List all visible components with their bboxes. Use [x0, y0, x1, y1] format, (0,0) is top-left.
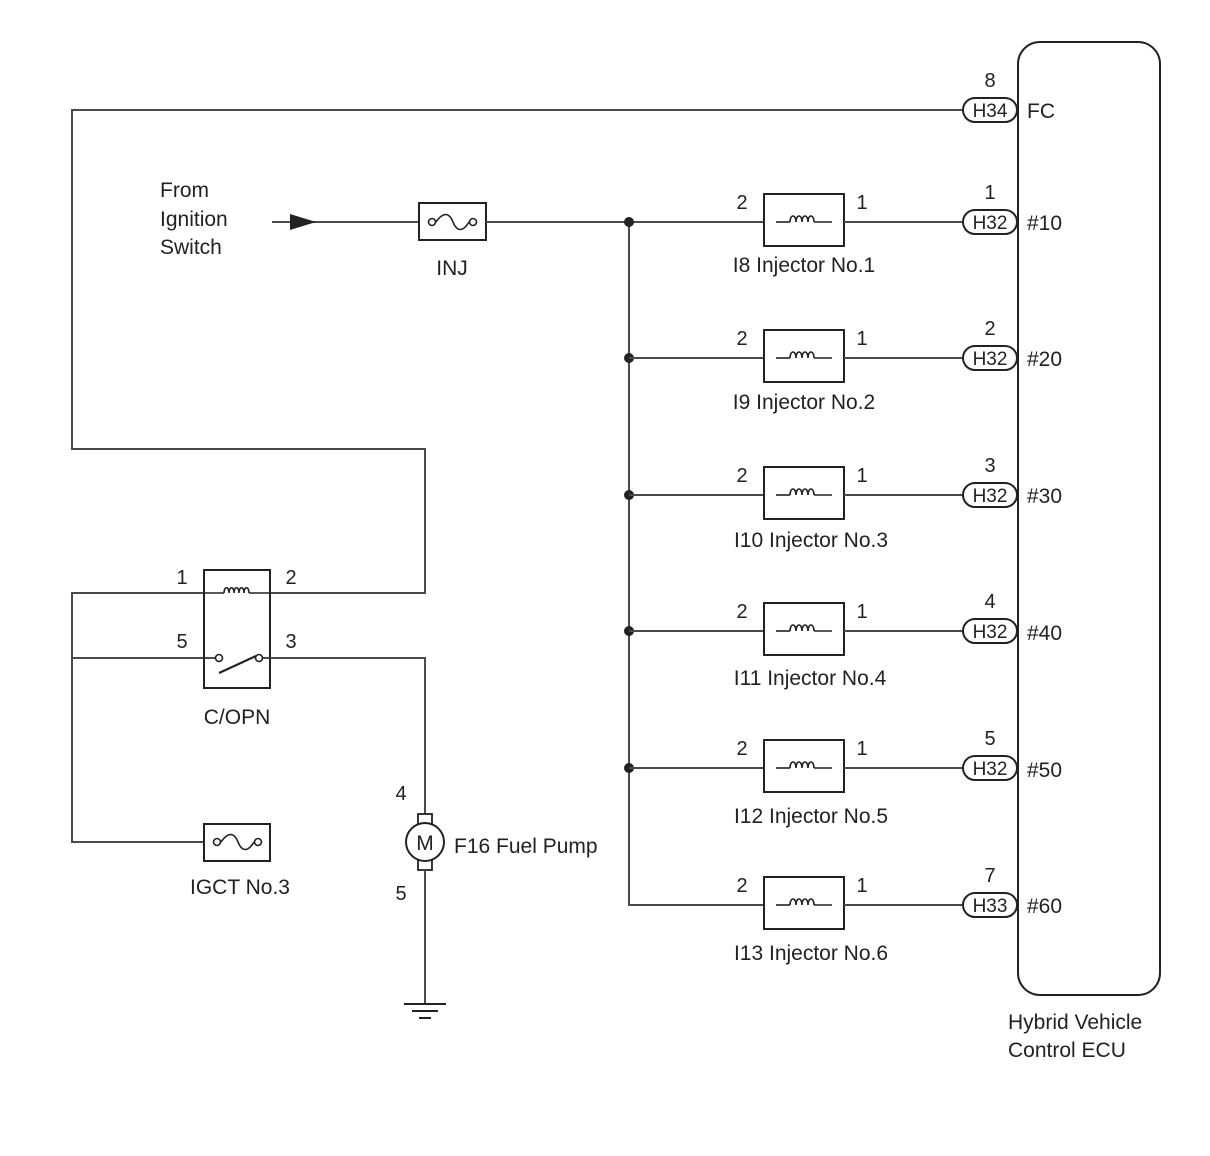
- motor-icon: [405, 822, 445, 862]
- injector-4-pin-in: 2: [736, 601, 747, 623]
- injector-3-connector: H32: [973, 486, 1008, 507]
- injector-3-box: [763, 466, 845, 520]
- injector-5-terminal: #50: [1027, 759, 1062, 782]
- injector-4: 2 1 I11 Injector No.4 H32 4 #40: [624, 591, 1062, 690]
- injector-6-pin-out: 1: [856, 875, 867, 897]
- injector-1-pin-out: 1: [856, 192, 867, 214]
- injector-2-pin-out: 1: [856, 328, 867, 350]
- relay-pin-3: 3: [285, 631, 296, 653]
- injector-4-connector: H32: [973, 622, 1008, 643]
- fuse-inj-label: INJ: [436, 257, 468, 280]
- injector-bus-wire: [628, 222, 764, 906]
- coil-icon: [789, 488, 815, 496]
- injector-6-terminal: #60: [1027, 895, 1062, 918]
- injector-1-pin-in: 2: [736, 192, 747, 214]
- injector-3-terminal: #30: [1027, 485, 1062, 508]
- coil-icon: [789, 898, 815, 906]
- injector-2-box: [763, 329, 845, 383]
- fuse-icon: [220, 833, 255, 851]
- pump-feed-wire: [270, 657, 426, 814]
- relay-pin-1: 1: [176, 567, 187, 589]
- fuse-icon: [435, 213, 470, 231]
- injector-5: 2 1 I12 Injector No.5 H32 5 #50: [624, 728, 1062, 828]
- coil-icon: [789, 624, 815, 632]
- injector-2-pin-in: 2: [736, 328, 747, 350]
- motor-symbol: M: [416, 832, 434, 855]
- injector-6-box: [763, 876, 845, 930]
- source-label-line2: Ignition: [160, 208, 228, 231]
- ecu-block: [1017, 41, 1161, 996]
- injector-6-connector: H33: [973, 896, 1008, 917]
- relay-label: C/OPN: [204, 706, 271, 729]
- injector-5-label: I12 Injector No.5: [734, 805, 888, 828]
- injector-3: 2 1 I10 Injector No.3 H32 3 #30: [624, 455, 1062, 552]
- source-label-line1: From: [160, 179, 209, 202]
- fuel-pump-pin-top: 4: [395, 783, 406, 805]
- fuel-pump-label: F16 Fuel Pump: [454, 835, 598, 858]
- coil-icon: [789, 215, 815, 223]
- injector-5-box: [763, 739, 845, 793]
- coil-icon: [789, 761, 815, 769]
- injector-4-label: I11 Injector No.4: [734, 667, 887, 690]
- terminal-fc: FC: [1027, 100, 1055, 123]
- injector-1-terminal: #10: [1027, 212, 1062, 235]
- injector-1-label: I8 Injector No.1: [733, 254, 875, 277]
- injector-1-connector: H32: [973, 213, 1008, 234]
- ground-icon: [404, 1003, 446, 1019]
- injector-6: 2 1 I13 Injector No.6 H33 7 #60: [734, 865, 1062, 965]
- connector-fc: H34: [973, 101, 1008, 122]
- injector-6-ecu-pin: 7: [984, 865, 995, 887]
- injector-5-pin-out: 1: [856, 738, 867, 760]
- ecu-label-line1: Hybrid Vehicle: [1008, 1011, 1142, 1034]
- injector-3-label: I10 Injector No.3: [734, 529, 888, 552]
- injector-3-ecu-pin: 3: [984, 455, 995, 477]
- ecu-label-line2: Control ECU: [1008, 1039, 1126, 1062]
- relay-coil-feed-wire: [71, 592, 204, 843]
- injector-1-box: [763, 193, 845, 247]
- injector-5-pin-in: 2: [736, 738, 747, 760]
- pin-fc: 8: [984, 70, 995, 92]
- connector-pill-fc: [962, 97, 1018, 123]
- injector-6-pin-in: 2: [736, 875, 747, 897]
- injector-6-label: I13 Injector No.6: [734, 942, 888, 965]
- injector-4-terminal: #40: [1027, 622, 1062, 645]
- injector-2-ecu-pin: 2: [984, 318, 995, 340]
- injector-4-pin-out: 1: [856, 601, 867, 623]
- relay-box: [203, 569, 271, 689]
- injector-2-connector: H32: [973, 349, 1008, 370]
- injector-3-pin-out: 1: [856, 465, 867, 487]
- fc-wire: [71, 109, 963, 594]
- relay-pin-2: 2: [285, 567, 296, 589]
- injector-4-box: [763, 602, 845, 656]
- injector-1: 2 1 I8 Injector No.1 H32 1 #10: [624, 182, 1062, 277]
- junction-dot: [624, 217, 634, 227]
- coil-icon: [789, 351, 815, 359]
- injector-4-ecu-pin: 4: [984, 591, 995, 613]
- fuel-pump: M 4 5 F16 Fuel Pump: [395, 783, 597, 905]
- injector-1-ecu-pin: 1: [984, 182, 995, 204]
- relay-copn: 1 2 5 3 C/OPN: [176, 567, 296, 729]
- injector-5-ecu-pin: 5: [984, 728, 995, 750]
- fuse-igct-label: IGCT No.3: [190, 876, 290, 899]
- relay-pin-5: 5: [176, 631, 187, 653]
- source-label-line3: Switch: [160, 236, 222, 259]
- switch-contact-icon: [218, 655, 257, 674]
- arrow-right-icon: [290, 214, 316, 230]
- injector-3-pin-in: 2: [736, 465, 747, 487]
- injector-2-label: I9 Injector No.2: [733, 391, 875, 414]
- fuel-pump-pin-bottom: 5: [395, 883, 406, 905]
- injector-2: 2 1 I9 Injector No.2 H32 2 #20: [624, 318, 1062, 414]
- injector-2-terminal: #20: [1027, 348, 1062, 371]
- coil-icon: [223, 586, 250, 594]
- injector-5-connector: H32: [973, 759, 1008, 780]
